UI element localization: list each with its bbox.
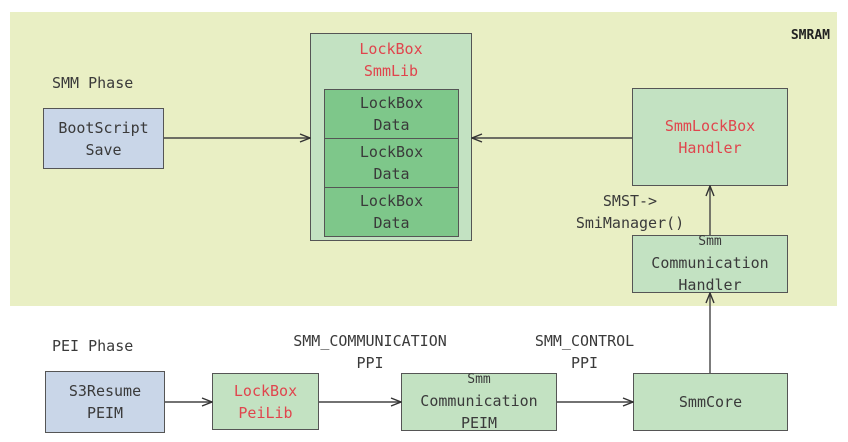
lockbox-data-box: LockBox Data: [324, 89, 459, 139]
comm-ppi-line1: SMM_COMMUNICATION: [293, 332, 447, 350]
data2-line2: Data: [373, 165, 410, 183]
data3-line2: Data: [373, 214, 410, 232]
smm-control-ppi-label: SMM_CONTROL PPI: [522, 330, 647, 374]
data1-line2: Data: [373, 116, 410, 134]
smst-line2: SmiManager(): [575, 214, 685, 232]
peilib-line1: LockBox: [233, 381, 298, 400]
bootscript-line1: BootScript: [58, 118, 149, 137]
bootscript-line2: Save: [85, 140, 122, 159]
comm-ppi-line2: PPI: [356, 354, 384, 372]
s3resume-line1: S3Resume: [68, 382, 142, 400]
smmcore-line1: SmmCore: [678, 393, 743, 411]
comm-peim-line1: Smm: [467, 372, 491, 387]
lockbox-data-box: LockBox Data: [324, 187, 459, 237]
smm-phase-label: SMM Phase: [52, 74, 134, 92]
smm-communication-handler-box: Smm Communication Handler: [632, 234, 788, 294]
s3resume-peim-box: S3Resume PEIM: [45, 371, 165, 433]
smm-communication-ppi-label: SMM_COMMUNICATION PPI: [275, 330, 465, 374]
s3resume-line2: PEIM: [86, 404, 124, 422]
smst-label: SMST-> SmiManager(): [560, 190, 700, 234]
data1-line1: LockBox: [359, 94, 424, 112]
smmcore-box: SmmCore: [633, 373, 788, 431]
lockbox-data-box: LockBox Data: [324, 138, 459, 188]
smm-communication-peim-box: Smm Communication PEIM: [401, 372, 557, 432]
smmlockbox-handler-box: SmmLockBox Handler: [632, 88, 788, 186]
lockbox-smmlib-line2: SmmLib: [363, 62, 419, 80]
ctrl-ppi-line1: SMM_CONTROL: [534, 332, 635, 350]
comm-handler-line3: Handler: [678, 276, 742, 294]
ctrl-ppi-line2: PPI: [570, 354, 599, 372]
handler-line1: SmmLockBox: [664, 117, 756, 135]
comm-handler-line2: Communication: [651, 254, 769, 272]
peilib-line2: PeiLib: [238, 403, 293, 422]
smram-title: SMRAM: [790, 28, 830, 43]
pei-phase-label: PEI Phase: [52, 337, 134, 355]
data3-line1: LockBox: [359, 192, 424, 210]
lockbox-peilib-box: LockBox PeiLib: [212, 373, 319, 430]
comm-peim-line3: PEIM: [460, 414, 498, 432]
comm-handler-line1: Smm: [698, 234, 722, 249]
comm-peim-line2: Communication: [420, 392, 538, 410]
smst-line1: SMST->: [602, 192, 658, 210]
lockbox-smmlib-line1: LockBox: [359, 40, 423, 58]
bootscript-save-box: BootScript Save: [43, 108, 164, 169]
handler-line2: Handler: [678, 139, 742, 157]
data2-line1: LockBox: [359, 143, 424, 161]
